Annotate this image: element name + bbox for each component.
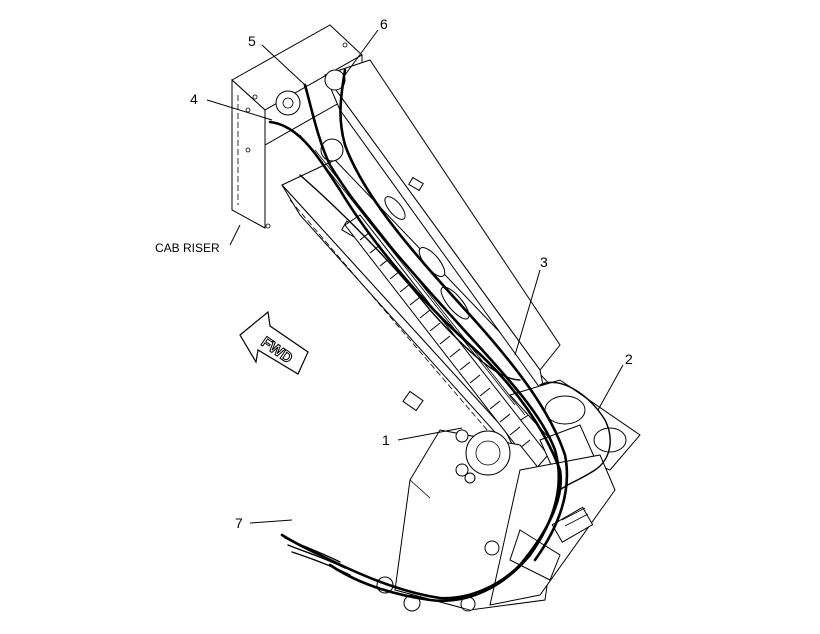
callout-5: 5: [248, 33, 306, 86]
callout-3-number: 3: [540, 254, 548, 270]
cab-riser-callout: CAB RISER: [155, 224, 241, 255]
callout-1-number: 1: [382, 432, 390, 448]
callout-2: 2: [597, 351, 633, 411]
callout-5-number: 5: [248, 33, 256, 49]
callout-4: 4: [190, 91, 273, 121]
callout-6-number: 6: [380, 16, 388, 32]
callout-2-number: 2: [625, 351, 633, 367]
callout-3: 3: [514, 254, 548, 356]
callout-1: 1: [382, 427, 463, 448]
hose-routing: [268, 68, 611, 603]
cab-riser-label: CAB RISER: [155, 241, 220, 255]
callout-6: 6: [344, 16, 388, 76]
callout-4-number: 4: [190, 91, 198, 107]
callout-7-number: 7: [235, 515, 243, 531]
forward-direction-arrow: FWD: [239, 310, 309, 375]
callout-7: 7: [235, 515, 293, 531]
